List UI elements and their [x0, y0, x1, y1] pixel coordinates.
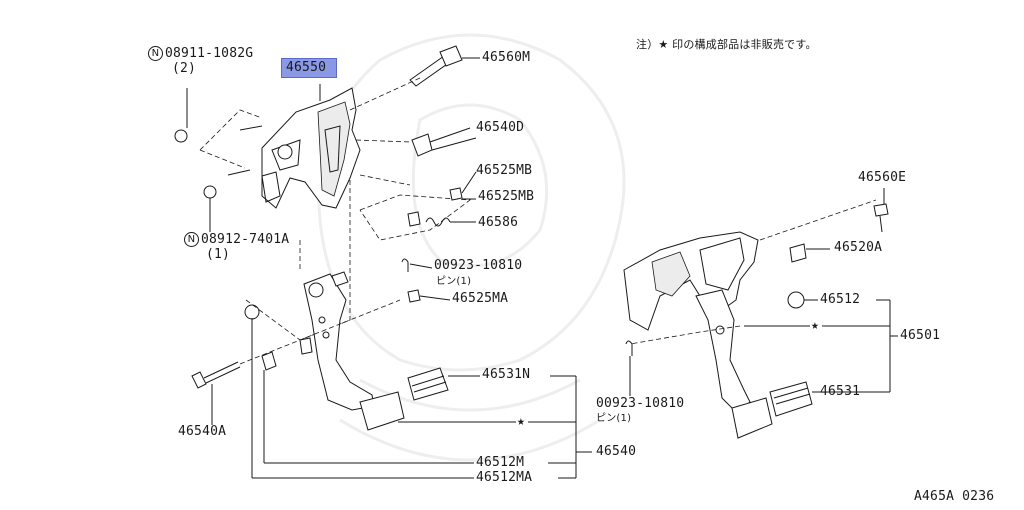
star-mark-right: ★: [811, 318, 820, 333]
bushing-46512m: [244, 304, 260, 320]
part-46501[interactable]: 46501: [900, 328, 941, 343]
part-46525ma[interactable]: 46525MA: [452, 291, 509, 306]
clip-46525mb-a: [449, 171, 477, 201]
bolt-46540d: [411, 127, 471, 157]
part-00923-10810-left[interactable]: 00923-10810: [434, 258, 523, 273]
pedal-assembly-46501: [623, 231, 813, 439]
part-46550-highlighted[interactable]: 46550: [281, 58, 337, 78]
part-46525mb-lower[interactable]: 46525MB: [478, 189, 535, 204]
bushing-46512ma: [261, 351, 277, 371]
pin-desc-right: ピン(1): [596, 413, 632, 424]
part-46520a[interactable]: 46520A: [834, 240, 883, 255]
spring-46586: [425, 217, 476, 227]
star-mark-left: ★: [517, 414, 526, 429]
part-46560e[interactable]: 46560E: [858, 170, 907, 185]
pad-46531n: [407, 367, 449, 401]
part-46512m[interactable]: 46512M: [476, 455, 525, 470]
non-sale-note: 注）★ 印の構成部品は非販売です。: [636, 38, 817, 51]
part-00923-10810-right[interactable]: 00923-10810: [596, 396, 685, 411]
n-symbol-icon: N: [148, 46, 163, 61]
bolt-46520a: [789, 243, 830, 263]
figure-code: A465A 0236: [914, 489, 995, 504]
part-46525mb-upper[interactable]: 46525MB: [476, 163, 533, 178]
bolt-46540a: [191, 361, 241, 389]
brake-pedal-left: [303, 271, 405, 431]
part-46560m[interactable]: 46560M: [482, 50, 531, 65]
bolt-46560m: [409, 45, 480, 87]
bolt-46560e: [873, 188, 889, 233]
nut-08912: [203, 185, 217, 199]
qty-08912: (1): [206, 247, 231, 262]
part-46531[interactable]: 46531: [820, 384, 861, 399]
bushing-46512: [787, 291, 805, 309]
part-46531n[interactable]: 46531N: [482, 367, 531, 382]
part-46512ma[interactable]: 46512MA: [476, 470, 533, 485]
part-46540a[interactable]: 46540A: [178, 424, 227, 439]
part-46540d[interactable]: 46540D: [476, 120, 525, 135]
clip-46525mb-b: [407, 198, 476, 227]
n-symbol-icon: N: [184, 232, 199, 247]
pin-desc-left: ピン(1): [436, 276, 472, 287]
part-46586[interactable]: 46586: [478, 215, 519, 230]
qty-08911: (2): [172, 61, 197, 76]
clip-46525ma: [407, 289, 421, 303]
part-46540[interactable]: 46540: [596, 444, 637, 459]
nut-08911: [174, 129, 188, 143]
bracket-46550: [261, 84, 361, 209]
part-46512[interactable]: 46512: [820, 292, 861, 307]
